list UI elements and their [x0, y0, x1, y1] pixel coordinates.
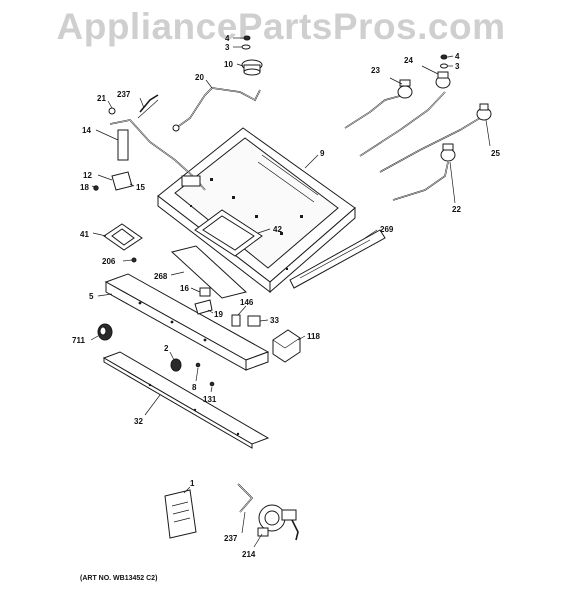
- callout-3-top: 3: [225, 43, 230, 52]
- part-42-plate[interactable]: [194, 209, 263, 257]
- part-3-screw-right[interactable]: [440, 63, 448, 69]
- part-237-tube-bottom[interactable]: [237, 483, 254, 513]
- callout-3-right: 3: [455, 62, 460, 71]
- callout-18: 18: [80, 183, 89, 192]
- callout-25: 25: [491, 149, 500, 158]
- callout-146: 146: [240, 298, 254, 307]
- callout-4-top: 4: [225, 34, 230, 43]
- leader-lines: [90, 37, 491, 548]
- callout-20: 20: [195, 73, 204, 82]
- callout-21: 21: [97, 94, 106, 103]
- callout-41: 41: [80, 230, 89, 239]
- callout-16: 16: [180, 284, 189, 293]
- part-269-side-trim[interactable]: [289, 229, 386, 289]
- part-711-knob[interactable]: [97, 323, 113, 341]
- part-146-clip[interactable]: [231, 314, 241, 327]
- part-118-module[interactable]: [272, 329, 301, 363]
- part-237-tube-top[interactable]: [137, 99, 159, 119]
- callout-42: 42: [273, 225, 282, 234]
- callout-1: 1: [190, 479, 195, 488]
- part-206-screw[interactable]: [131, 257, 137, 263]
- callout-206: 206: [102, 257, 116, 266]
- part-3-screw-top[interactable]: [241, 44, 251, 50]
- part-268-strip[interactable]: [170, 245, 248, 299]
- part-4-nut-right[interactable]: [440, 54, 448, 60]
- part-10-valve[interactable]: [241, 59, 263, 76]
- callout-10: 10: [224, 60, 233, 69]
- callout-12: 12: [83, 171, 92, 180]
- part-9-burner-box[interactable]: [157, 127, 356, 294]
- callout-8: 8: [192, 383, 197, 392]
- part-20-gas-tube[interactable]: [172, 87, 261, 132]
- callout-2: 2: [164, 344, 169, 353]
- part-16-switch[interactable]: [199, 287, 211, 297]
- part-1-manual[interactable]: [164, 489, 197, 539]
- callout-131: 131: [203, 395, 217, 404]
- callout-237-bottom: 237: [224, 534, 238, 543]
- callout-9: 9: [320, 149, 325, 158]
- part-14-manifold[interactable]: [109, 94, 206, 191]
- callout-24: 24: [404, 56, 413, 65]
- part-41-plate[interactable]: [103, 223, 143, 251]
- callout-5: 5: [89, 292, 94, 301]
- callout-14: 14: [82, 126, 91, 135]
- part-15-bracket[interactable]: [111, 171, 133, 191]
- part-24-gas-tube[interactable]: [359, 71, 451, 157]
- part-25-gas-tube[interactable]: [379, 103, 492, 173]
- part-32-lower-panel[interactable]: [102, 351, 270, 449]
- part-22-gas-tube[interactable]: [392, 143, 456, 201]
- callout-268: 268: [154, 272, 168, 281]
- callout-33: 33: [270, 316, 279, 325]
- part-214-regulator[interactable]: [257, 504, 299, 541]
- callout-118: 118: [307, 332, 320, 341]
- callout-19: 19: [214, 310, 223, 319]
- art-number: (ART NO. WB13452 C2): [80, 575, 157, 582]
- part-33-connector[interactable]: [247, 315, 261, 327]
- part-4-nut-top[interactable]: [243, 35, 251, 41]
- site-watermark: AppliancePartsPros.com: [56, 6, 506, 47]
- part-131-screw[interactable]: [209, 381, 215, 387]
- callout-214: 214: [242, 550, 256, 559]
- part-2-knob[interactable]: [170, 358, 182, 372]
- callout-711: 711: [72, 336, 85, 345]
- part-21-fitting[interactable]: [108, 107, 116, 115]
- callout-4-right: 4: [455, 52, 460, 61]
- callout-269: 269: [380, 225, 394, 234]
- part-8-screw[interactable]: [195, 362, 201, 368]
- callout-labels: 4 3 10 20 21 237 14 12 18 15 9 42 41 206…: [72, 34, 500, 559]
- callout-23: 23: [371, 66, 380, 75]
- callout-237-top: 237: [117, 90, 131, 99]
- callout-32: 32: [134, 417, 143, 426]
- callout-22: 22: [452, 205, 461, 214]
- part-5-control-bar[interactable]: [104, 273, 270, 371]
- callout-15: 15: [136, 183, 145, 192]
- part-19-clip[interactable]: [194, 299, 213, 315]
- part-23-gas-tube[interactable]: [344, 79, 413, 129]
